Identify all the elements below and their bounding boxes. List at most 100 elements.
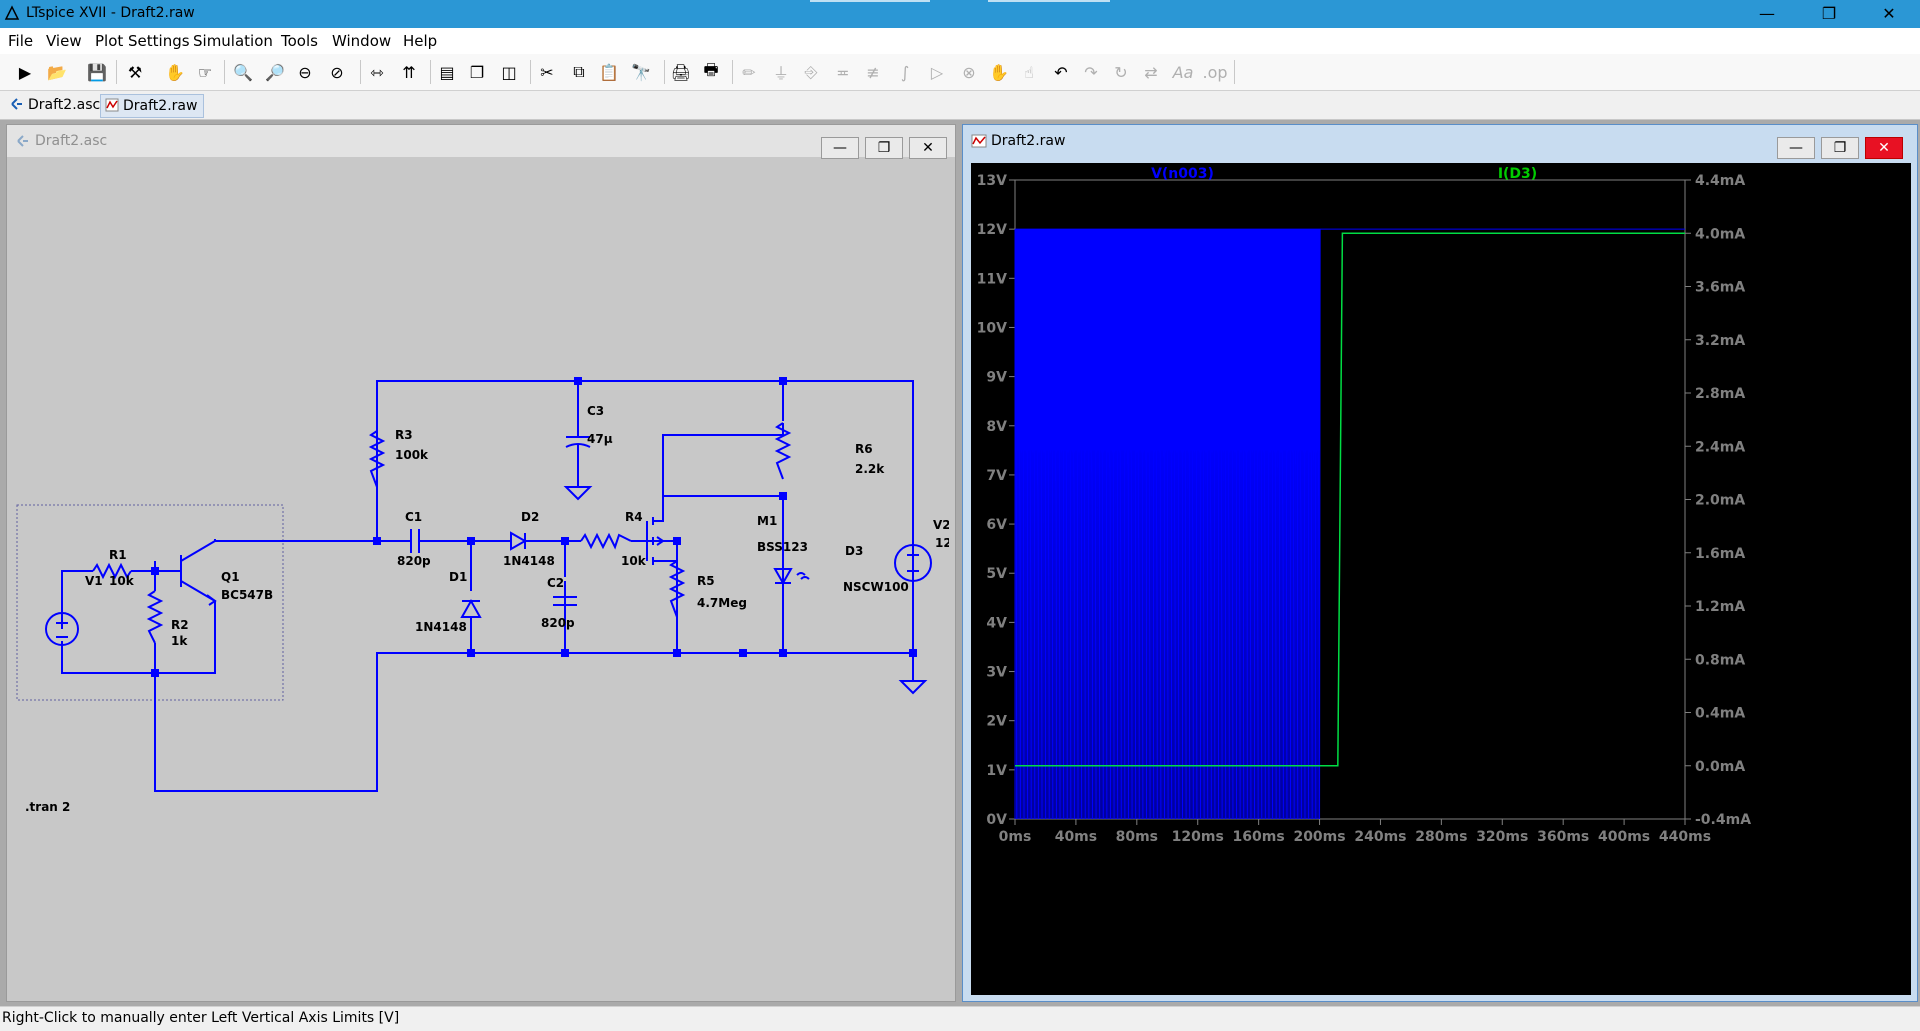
copy-icon[interactable]: ⧉ xyxy=(573,62,585,81)
waveform-minimize-button[interactable]: — xyxy=(1777,137,1815,159)
mirror-icon[interactable]: ⇄ xyxy=(1144,62,1158,82)
zoom-out-icon[interactable]: ⊖ xyxy=(298,62,312,82)
menu-view[interactable]: View xyxy=(46,32,82,50)
text-icon[interactable]: Aa xyxy=(1172,62,1194,82)
trace-label-vn003[interactable]: V(n003) xyxy=(1151,166,1214,182)
menu-simulation[interactable]: Simulation xyxy=(193,32,273,50)
tile-horizontal-icon[interactable]: ▤ xyxy=(439,62,455,82)
spice-directive-icon[interactable]: .op xyxy=(1202,62,1228,82)
capacitor-icon[interactable]: ≢ xyxy=(866,62,880,82)
schematic-close-button[interactable]: ✕ xyxy=(909,137,947,159)
mark-icon[interactable]: ⇈ xyxy=(402,62,416,82)
capacitor-c2[interactable] xyxy=(553,596,577,617)
label-r2: R2 xyxy=(171,618,189,632)
zoom-in-icon[interactable]: 🔍 xyxy=(233,62,253,82)
schematic-canvas[interactable]: R1 10k V1 R2 1k Q1 BC547B R3 100k C1 820… xyxy=(13,161,949,995)
voltage-source-v1[interactable] xyxy=(45,612,79,646)
schematic-title: Draft2.asc xyxy=(35,133,108,149)
component-icon[interactable]: ⊗ xyxy=(962,62,976,82)
maximize-button[interactable]: ❐ xyxy=(1821,4,1837,23)
diode-icon[interactable]: ▷ xyxy=(930,62,944,82)
menu-tools[interactable]: Tools xyxy=(281,32,318,50)
x-tick-label: 40ms xyxy=(1055,829,1097,845)
open-icon[interactable]: 📂 xyxy=(47,62,67,82)
wire-icon[interactable]: ✏ xyxy=(742,62,756,82)
trace-vn003[interactable] xyxy=(1014,228,1685,820)
ground-icon[interactable]: ⏚ xyxy=(772,64,789,83)
schematic-window[interactable]: Draft2.asc — ❐ ✕ xyxy=(6,124,956,1002)
capacitor-c3[interactable] xyxy=(565,421,591,455)
capacitor-c1[interactable] xyxy=(410,529,420,553)
redo-icon[interactable]: ↷ xyxy=(1084,62,1098,82)
left-tick-label: 4V xyxy=(986,615,1007,631)
spice-directive[interactable]: .tran 2 xyxy=(25,800,70,814)
cut-icon[interactable]: ✂ xyxy=(540,62,554,82)
resistor-r5[interactable] xyxy=(668,560,686,618)
drag-icon[interactable]: ☝ xyxy=(1024,62,1034,82)
zoom-cancel-icon[interactable]: ⊘ xyxy=(330,62,344,82)
x-tick-label: 200ms xyxy=(1293,829,1345,845)
label-d2: D2 xyxy=(521,510,539,524)
document-tab-bar: Draft2.asc Draft2.raw xyxy=(0,91,1920,120)
schematic-maximize-button[interactable]: ❐ xyxy=(865,137,903,159)
zoom-area-icon[interactable]: 🔎 xyxy=(265,62,285,82)
control-panel-icon[interactable]: ⚒ xyxy=(127,62,143,82)
move-icon[interactable]: ✋ xyxy=(989,62,1009,82)
resistor-r6[interactable] xyxy=(774,422,792,480)
value-r3: 100k xyxy=(395,448,429,462)
left-tick-label: 9V xyxy=(986,370,1007,386)
paste-icon[interactable]: 📋 xyxy=(599,62,619,82)
trace-label-id3[interactable]: I(D3) xyxy=(1498,166,1537,182)
menu-help[interactable]: Help xyxy=(403,32,438,50)
minimize-button[interactable]: — xyxy=(1759,4,1775,23)
save-icon[interactable]: 💾 xyxy=(87,62,107,82)
value-r1: 10k xyxy=(109,574,135,588)
diode-d2[interactable] xyxy=(510,531,528,551)
waveform-close-button[interactable]: ✕ xyxy=(1865,137,1903,159)
label-icon[interactable]: ⎆ xyxy=(804,62,818,81)
left-tick-label: 2V xyxy=(986,714,1007,730)
undo-icon[interactable]: ↶ xyxy=(1054,62,1068,82)
left-tick-label: 1V xyxy=(986,763,1007,779)
cascade-icon[interactable]: ❐ xyxy=(469,62,485,82)
menu-file[interactable]: File xyxy=(8,32,34,50)
mosfet-m1[interactable] xyxy=(646,496,678,653)
resistor-r2[interactable] xyxy=(146,590,164,644)
label-q1: Q1 xyxy=(221,570,240,584)
voltage-source-v2[interactable] xyxy=(894,544,932,582)
resistor-r4[interactable] xyxy=(580,532,632,550)
tab-draft2-asc[interactable]: Draft2.asc xyxy=(6,94,106,116)
resistor-r1[interactable] xyxy=(92,562,132,580)
schematic-minimize-button[interactable]: — xyxy=(821,137,859,159)
print-setup-icon[interactable]: 🖶 xyxy=(703,59,719,79)
tab-draft2-raw[interactable]: Draft2.raw xyxy=(100,94,205,118)
print-icon[interactable]: 🖨 xyxy=(670,62,692,82)
trace-id3[interactable] xyxy=(1015,232,1685,767)
rotate-icon[interactable]: ↻ xyxy=(1114,62,1128,82)
find-icon[interactable]: 🔭 xyxy=(631,62,651,82)
run-icon[interactable]: ▶ xyxy=(18,62,32,82)
led-d3[interactable] xyxy=(773,568,810,586)
left-tick-label: 3V xyxy=(986,665,1007,681)
waveform-plot[interactable]: 0V1V2V3V4V5V6V7V8V9V10V11V12V13V-0.4mA0.… xyxy=(971,163,1911,995)
pan-icon[interactable]: ☞ xyxy=(197,62,213,82)
inductor-icon[interactable]: ∫ xyxy=(900,62,910,82)
value-c3: 47µ xyxy=(587,432,613,446)
autorange-icon[interactable]: ⇿ xyxy=(370,62,384,82)
waveform-maximize-button[interactable]: ❐ xyxy=(1821,137,1859,159)
diode-d1[interactable] xyxy=(460,598,482,618)
halt-icon[interactable]: ✋ xyxy=(165,62,185,82)
label-m1: M1 xyxy=(757,514,777,528)
value-c2: 820p xyxy=(541,616,575,630)
menu-plot-settings[interactable]: Plot Settings xyxy=(95,32,190,50)
label-r5: R5 xyxy=(697,574,715,588)
menu-window[interactable]: Window xyxy=(332,32,392,50)
resistor-icon[interactable]: ≖ xyxy=(836,62,850,82)
tile-vertical-icon[interactable]: ◫ xyxy=(501,62,517,82)
x-tick-label: 160ms xyxy=(1233,829,1285,845)
ground-symbol xyxy=(898,680,928,695)
transistor-q1[interactable] xyxy=(155,540,217,643)
resistor-r3[interactable] xyxy=(368,430,386,488)
close-button[interactable]: ✕ xyxy=(1882,4,1896,23)
